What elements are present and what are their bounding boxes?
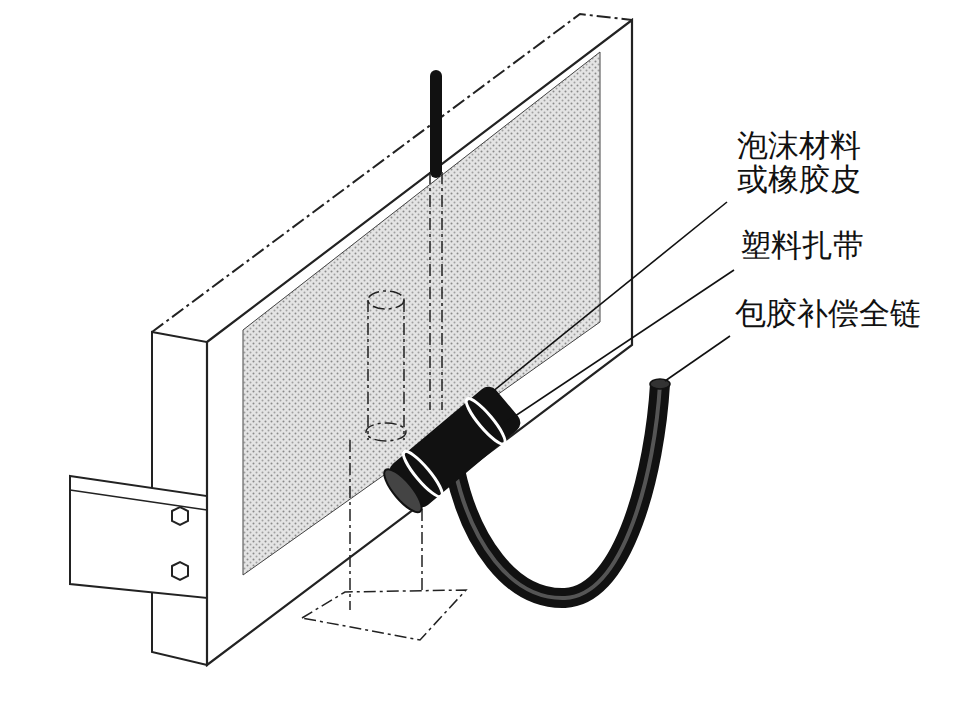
part-label: 塑料扎带 [740, 228, 864, 262]
mesh-panel [243, 52, 600, 575]
foam-wrap [377, 381, 525, 519]
hidden-parts [302, 172, 466, 640]
bracket-edge [70, 490, 207, 510]
bracket-beam [70, 476, 207, 598]
chain-rod [430, 76, 442, 172]
bolt [172, 507, 188, 580]
plate-front [207, 20, 632, 665]
leader-line [492, 202, 734, 424]
part-label: 包胶补偿全链 [735, 296, 921, 330]
material-label: 泡沫材料 或橡胶皮 [737, 128, 870, 196]
